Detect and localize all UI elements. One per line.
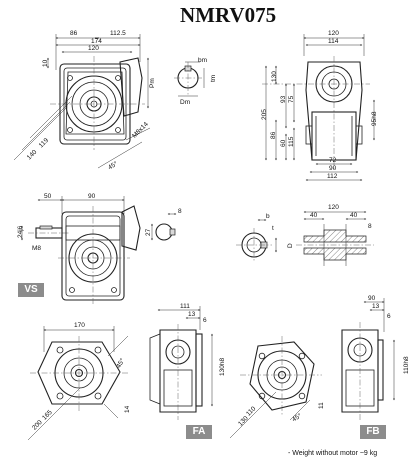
fa-badge: FA xyxy=(186,425,212,439)
dim-label: 60 xyxy=(280,139,287,147)
dim-label: 13 xyxy=(188,311,196,318)
weight-note: - Weight without motor ~9 kg xyxy=(288,450,378,457)
dim-label: 86 xyxy=(70,30,78,37)
dim-label: t xyxy=(272,225,274,232)
dim-label: 110h8 xyxy=(403,356,410,374)
dim-label: 11 xyxy=(318,402,325,409)
dim-label: 10 xyxy=(42,59,49,67)
dim-label: 205 xyxy=(261,109,268,120)
dim-label: 140 xyxy=(26,148,39,161)
dim-label: b xyxy=(266,213,270,220)
side-view-top-right: 120 114 205 130 93 75 86 60 115 95h8 72 … xyxy=(261,30,378,181)
shaft-detail: bm tm Dm xyxy=(174,57,217,106)
fb-badge: FB xyxy=(360,425,386,439)
hollow-shaft: 120 40 40 8 xyxy=(296,204,374,266)
dim-label: 8 xyxy=(368,223,372,230)
dim-label: Pm xyxy=(149,78,156,88)
dim-label: tm xyxy=(210,75,217,82)
fa-front-view: 170 45° 14 165 200 xyxy=(27,322,131,441)
dim-label: 119 xyxy=(38,137,51,150)
dim-label: 93 xyxy=(280,95,287,103)
dim-label: bm xyxy=(198,57,207,64)
dim-label: 72 xyxy=(329,157,337,164)
dim-label: 120 xyxy=(328,30,339,37)
dim-label: 90 xyxy=(368,295,376,302)
dim-label: 90 xyxy=(88,193,96,200)
dim-label: 45° xyxy=(107,159,120,171)
dim-label: 86 xyxy=(270,131,277,139)
page-title: NMRV075 xyxy=(180,3,277,27)
fa-side-view: 111 13 6 130h8 xyxy=(149,303,226,420)
dim-label: 24j6 xyxy=(17,225,24,238)
dim-label: 174 xyxy=(91,38,102,45)
dim-label: 170 xyxy=(74,322,85,329)
dim-label: 120 xyxy=(88,45,99,52)
dim-label: 114 xyxy=(328,38,339,45)
dim-label: 112.5 xyxy=(110,30,126,37)
dim-label: 130h8 xyxy=(219,358,226,376)
vs-view: 50 90 27 8 M8 24j6 xyxy=(17,193,182,306)
dim-label: Dm xyxy=(180,99,190,106)
dim-label: 90 xyxy=(329,165,337,172)
fb-side-view: 90 13 6 110h8 xyxy=(341,295,410,420)
dim-label: 14 xyxy=(124,405,131,413)
dim-label: 6 xyxy=(387,313,391,320)
dim-label: 95h8 xyxy=(371,111,378,126)
dim-label: 13 xyxy=(372,303,380,310)
dim-label: 115 xyxy=(288,136,295,147)
dim-label: 75 xyxy=(288,95,295,103)
dim-label: 120 xyxy=(328,204,339,211)
dim-label: 40 xyxy=(350,212,358,219)
dim-label: 50 xyxy=(44,193,52,200)
dim-label: 45° xyxy=(291,411,304,423)
dim-label: 165 xyxy=(41,409,54,422)
fb-front-view: 110 130 45° 11 xyxy=(229,336,325,439)
dim-label: D xyxy=(287,243,294,248)
vs-badge: VS xyxy=(18,283,44,297)
dim-label: 6 xyxy=(203,317,207,324)
dim-label: 45° xyxy=(115,357,127,370)
dim-label: 111 xyxy=(180,303,190,310)
dim-label: M8x14 xyxy=(131,121,150,140)
dim-label: M8 xyxy=(32,245,41,252)
dim-label: 112 xyxy=(327,173,338,180)
dim-label: 27 xyxy=(145,228,152,236)
dim-label: 200 xyxy=(31,419,44,432)
dim-label: 110 xyxy=(245,405,258,418)
front-view-top-left: 86 112.5 174 120 10 Pm 119 140 45° M8x14 xyxy=(13,30,156,171)
dim-label: 40 xyxy=(310,212,318,219)
dim-label: 130 xyxy=(271,71,278,82)
dim-label: 8 xyxy=(178,208,182,215)
hollow-bore-detail: b t D xyxy=(236,213,294,262)
